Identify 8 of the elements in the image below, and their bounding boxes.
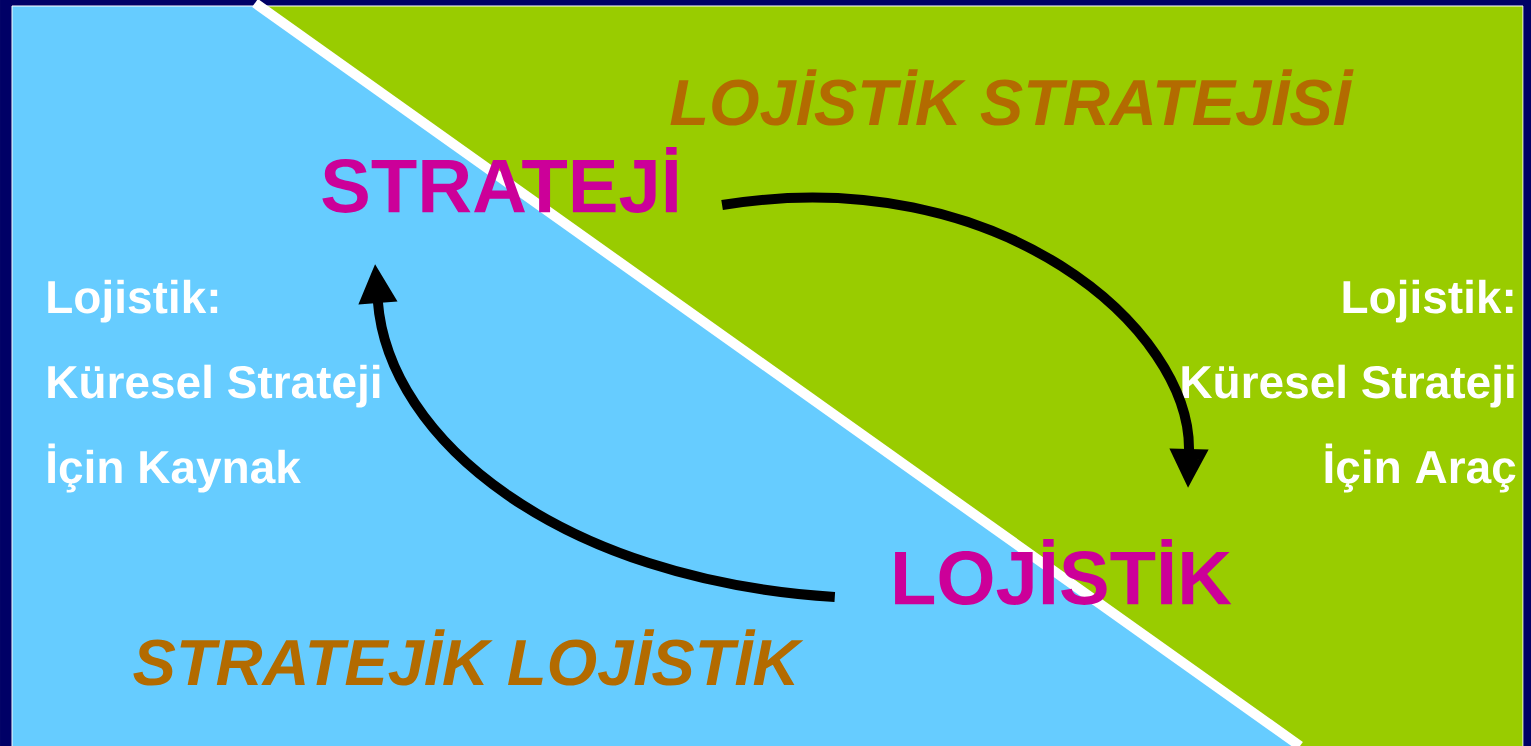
caption-text: Lojistik: [1343,279,1513,323]
caption-text: İçin Araç [1325,443,1516,493]
caption-text: İçin Kaynak [48,443,301,493]
caption-text: Küresel Strateji [1182,364,1514,408]
title-text: LOJİSTİK STRATEJİSİ [670,69,1354,126]
caption-text: Lojistik: [48,279,218,323]
caption-text: Küresel Strateji [48,364,380,408]
title-text: STRATEJİK LOJİSTİK [133,629,804,686]
